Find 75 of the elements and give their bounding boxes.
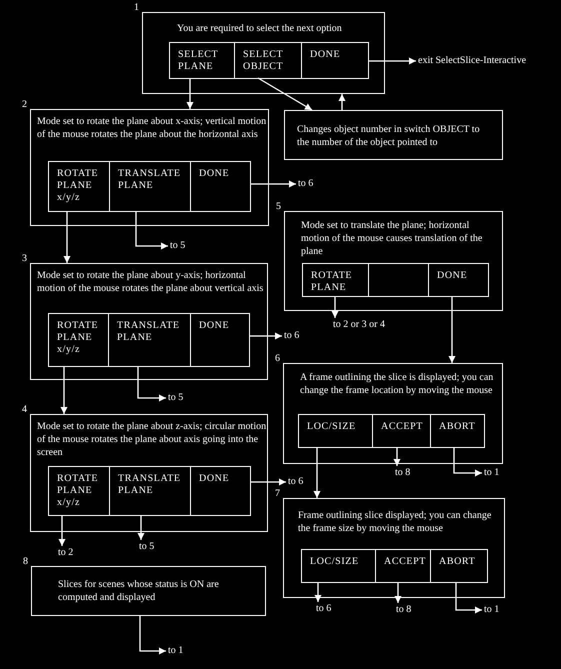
- option-cell: DONE: [301, 42, 369, 79]
- jump-label: to 1: [166, 644, 186, 658]
- arrow: [250, 180, 296, 188]
- step-number: 8: [23, 556, 28, 567]
- option-cell: TRANSLATE PLANE: [109, 466, 191, 516]
- option-cell: TRANSLATE PLANE: [109, 161, 191, 212]
- arrow: [60, 366, 68, 414]
- arrow: [394, 447, 400, 466]
- jump-label: to 6: [296, 177, 316, 191]
- option-cell: ROTATE PLANE: [302, 263, 369, 297]
- arrow: [186, 78, 194, 109]
- screen-message: Frame outlining slice displayed; you can change the frame size by moving the mouse: [298, 509, 492, 535]
- jump-label: to 6: [286, 475, 306, 489]
- arrow: [139, 616, 166, 654]
- jump-label: to 6: [282, 329, 302, 343]
- option-cell: ABORT: [430, 414, 485, 448]
- step-number: 3: [22, 253, 27, 264]
- option-cell: [368, 263, 429, 297]
- step-number: 6: [275, 353, 280, 364]
- screen-message: Mode set to rotate the plane about x-axis; vertical motion of the mouse rotates the plane about the horizontal axis: [37, 115, 268, 141]
- jump-label: to 1: [482, 466, 502, 480]
- option-cell: SELECT OBJECT: [234, 42, 302, 79]
- arrow: [455, 582, 482, 614]
- option-cell: ROTATE PLANE x/y/z: [48, 313, 109, 367]
- process-box: Changes object number in switch OBJECT to the number of the object pointed to: [284, 110, 503, 160]
- step-number: 1: [134, 2, 139, 13]
- arrow: [453, 447, 482, 476]
- arrow: [338, 94, 346, 110]
- screen-message: You are required to select the next option: [177, 22, 343, 35]
- step-number: 5: [276, 201, 281, 212]
- arrow: [314, 447, 320, 498]
- screen-message: Mode set to rotate the plane about y-axis; horizontal motion of the mouse rotates the plane about vertical axis: [37, 269, 264, 295]
- jump-label: to 6: [314, 602, 334, 616]
- arrow: [250, 478, 286, 486]
- arrow: [368, 58, 416, 64]
- option-cell: DONE: [190, 313, 250, 367]
- jump-label: to 8: [393, 466, 412, 480]
- arrow: [58, 515, 66, 546]
- option-cell: DONE: [428, 263, 489, 297]
- step-number: 2: [22, 99, 27, 110]
- arrow: [135, 211, 168, 250]
- option-cell: ACCEPT: [375, 549, 431, 583]
- option-cell: TRANSLATE PLANE: [108, 313, 191, 367]
- jump-label: to 1: [482, 603, 502, 617]
- option-cell: LOC/SIZE: [298, 414, 373, 448]
- option-cell: ACCEPT: [372, 414, 431, 448]
- screen-message: Mode set to translate the plane; horizontal motion of the mouse causes translation of the plane: [301, 219, 484, 258]
- screen-message: Slices for scenes whose status is ON are computed and displayed: [58, 578, 220, 604]
- arrow: [138, 515, 144, 540]
- jump-label: to 2 or 3 or 4: [331, 318, 387, 332]
- screen-message: Mode set to rotate the plane about z-axis; circular motion of the mouse rotates the plane about axis going into the screen: [37, 420, 267, 459]
- jump-label: to 5: [168, 239, 188, 253]
- jump-label: to 8: [394, 603, 414, 617]
- arrow: [249, 332, 282, 340]
- option-cell: ROTATE PLANE x/y/z: [48, 466, 110, 516]
- option-cell: DONE: [190, 466, 251, 516]
- option-cell: SELECT PLANE: [169, 42, 235, 79]
- option-cell: ABORT: [430, 549, 488, 583]
- arrow: [258, 77, 312, 111]
- step-number: 4: [22, 404, 27, 415]
- option-cell: LOC/SIZE: [301, 549, 376, 583]
- jump-label: to 2: [56, 546, 76, 560]
- arrow: [394, 582, 402, 603]
- jump-label: exit SelectSlice-Interactive: [416, 54, 528, 68]
- arrow: [332, 296, 338, 318]
- option-cell: ROTATE PLANE x/y/z: [48, 161, 110, 212]
- option-cell: DONE: [190, 161, 251, 212]
- step-number: 7: [275, 488, 280, 499]
- arrow: [64, 211, 70, 263]
- jump-label: to 5: [137, 540, 156, 554]
- arrow: [448, 296, 456, 363]
- screen-message: A frame outlining the slice is displayed; you can change the frame location by moving the mouse: [300, 371, 494, 397]
- arrow: [314, 582, 322, 602]
- arrow: [137, 366, 166, 402]
- jump-label: to 5: [166, 391, 186, 405]
